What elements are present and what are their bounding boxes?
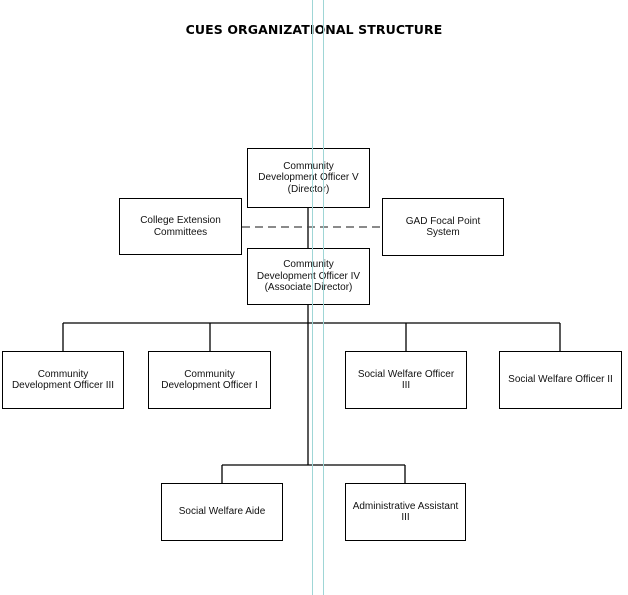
guide-line-left	[312, 0, 313, 595]
node-associate-director: Community Development Officer IV (Associ…	[247, 248, 370, 305]
node-gad-focal-point-label: GAD Focal Point System	[405, 215, 481, 239]
node-swo3: Social Welfare Officer III	[345, 351, 467, 409]
node-admin-assistant-label: Administrative Assistant III	[352, 500, 459, 524]
node-associate-director-label: Community Development Officer IV (Associ…	[256, 259, 361, 294]
node-director: Community Development Officer V (Directo…	[247, 148, 370, 208]
guide-line-right	[323, 0, 324, 595]
node-cdo1-label: Community Development Officer I	[161, 368, 258, 392]
node-swo3-label: Social Welfare Officer III	[357, 368, 455, 392]
node-college-extension-label: College Extension Committees	[140, 215, 221, 238]
node-cdo3: Community Development Officer III	[2, 351, 124, 409]
node-director-label: Community Development Officer V (Directo…	[258, 160, 359, 195]
node-social-welfare-aide-label: Social Welfare Aide	[178, 506, 266, 518]
chart-title: CUES ORGANIZATIONAL STRUCTURE	[185, 22, 443, 37]
node-swo2-label: Social Welfare Officer II	[508, 374, 613, 386]
node-college-extension: College Extension Committees	[119, 198, 242, 255]
node-admin-assistant: Administrative Assistant III	[345, 483, 466, 541]
node-cdo1: Community Development Officer I	[148, 351, 271, 409]
node-social-welfare-aide: Social Welfare Aide	[161, 483, 283, 541]
node-swo2: Social Welfare Officer II	[499, 351, 622, 409]
node-cdo3-label: Community Development Officer III	[11, 368, 115, 392]
node-gad-focal-point: GAD Focal Point System	[382, 198, 504, 256]
